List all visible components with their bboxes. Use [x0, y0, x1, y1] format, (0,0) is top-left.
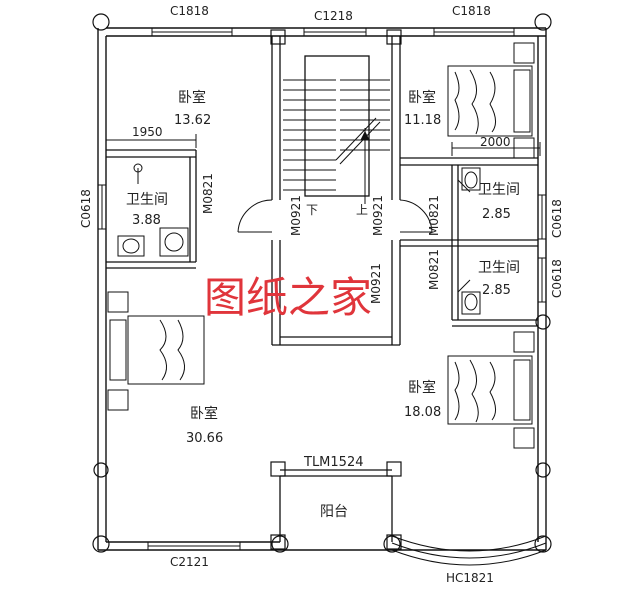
- door-label-balcony: TLM1524: [303, 455, 363, 470]
- room-area-bath-right-lower: 2.85: [482, 283, 511, 298]
- bath-fixtures: [117, 163, 481, 315]
- door-label-stair-right: M0921: [371, 195, 385, 236]
- windows: [97, 27, 547, 566]
- door-label-bath-right-lower: M0821: [427, 249, 441, 290]
- room-area-bath-right-upper: 2.85: [482, 207, 511, 222]
- room-name-bath-left: 卫生间: [126, 192, 168, 208]
- window-label-right-upper: C0618: [550, 199, 564, 238]
- interior-walls: [106, 36, 538, 542]
- dimension-right: 2000: [480, 135, 511, 149]
- room-name-bedroom-top-left: 卧室: [178, 89, 206, 106]
- room-name-bedroom-left: 卧室: [190, 405, 218, 422]
- dimension-lines: [105, 134, 541, 156]
- structural-columns: [270, 29, 402, 550]
- bed-left: [107, 291, 205, 411]
- window-label-top-left: C1818: [170, 4, 209, 18]
- window-label-bay: HC1821: [446, 571, 494, 585]
- stair-up-label: 上: [356, 203, 368, 217]
- room-name-balcony: 阳台: [320, 504, 348, 520]
- room-area-bedroom-right-lower: 18.08: [404, 405, 441, 420]
- door-label-bath-right-upper: M0821: [427, 195, 441, 236]
- room-name-bath-right-lower: 卫生间: [478, 260, 520, 276]
- window-label-bottom-left: C2121: [170, 555, 209, 569]
- room-name-bath-right-upper: 卫生间: [478, 182, 520, 198]
- window-label-left: C0618: [79, 189, 93, 228]
- bed-top-right: [447, 42, 535, 159]
- door-label-bedroom-lower: M0921: [369, 263, 383, 304]
- room-area-bath-left: 3.88: [132, 213, 161, 228]
- window-label-right-lower: C0618: [550, 259, 564, 298]
- window-label-top-right: C1818: [452, 4, 491, 18]
- door-label-stair-left: M0921: [289, 195, 303, 236]
- room-area-bedroom-top-right: 11.18: [404, 113, 441, 128]
- door-label-bath-left: M0821: [201, 173, 215, 214]
- watermark-text: 图纸之家: [204, 273, 372, 322]
- bed-bottom-right: [447, 331, 535, 449]
- stair-treads: [283, 79, 390, 191]
- stair-down-label: 下: [306, 203, 318, 217]
- dimension-left: 1950: [132, 125, 163, 139]
- room-area-bedroom-top-left: 13.62: [174, 113, 211, 128]
- window-label-top-center: C1218: [314, 9, 353, 23]
- room-area-bedroom-left: 30.66: [186, 431, 223, 446]
- corner-columns: [92, 13, 552, 553]
- room-name-bedroom-top-right: 卧室: [408, 89, 436, 106]
- stair-arrow: [335, 117, 381, 204]
- room-name-bedroom-right-lower: 卧室: [408, 379, 436, 396]
